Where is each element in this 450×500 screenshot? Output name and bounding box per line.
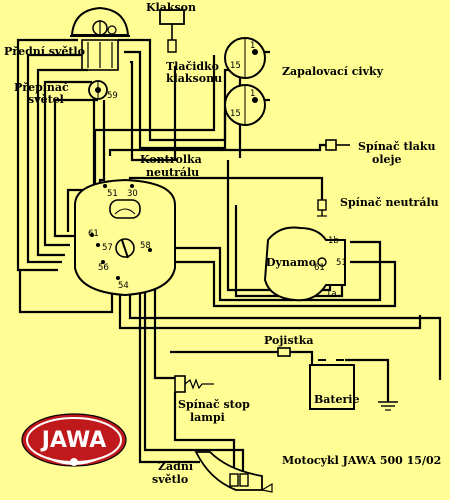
coil2-terminal-1: 1	[250, 89, 255, 99]
label-spinac-tlaku-2: oleje	[372, 153, 402, 166]
dynamo-terminal-1b: 1b	[328, 236, 339, 246]
switch-terminal-54: 54	[118, 281, 129, 291]
tail-light	[194, 451, 273, 493]
switch-terminal-51: 51	[107, 189, 118, 199]
wire-oil-switch	[108, 143, 326, 156]
dynamo-terminal-1a: 1a	[326, 289, 337, 299]
wire-stop-switch	[153, 262, 175, 380]
coil1-terminal-15: 15	[230, 61, 241, 71]
neutral-switch	[317, 199, 327, 217]
dynamo-terminal-61: 61	[314, 263, 325, 273]
switch-terminal-30: 30	[127, 189, 138, 199]
wire-fuse-battery	[290, 350, 314, 365]
label-spinac-stop-2: lampi	[190, 411, 225, 424]
label-kontrolka-2: neutrálu	[146, 166, 199, 179]
logo-text: JAWA	[40, 428, 107, 453]
headlight	[70, 6, 130, 71]
coil2-terminal-15: 15	[230, 109, 241, 119]
wire-left-3	[36, 68, 88, 257]
switch-terminal-59: 59	[107, 91, 118, 101]
wire-tail-2	[138, 282, 200, 464]
wire-left-4	[43, 80, 92, 247]
label-zadni-2: světlo	[152, 473, 188, 486]
label-prepinac-2: světel	[28, 93, 64, 106]
wire-battery-ground	[345, 358, 390, 402]
label-zadni-1: Zadní	[158, 460, 194, 473]
wire-left-outer	[16, 38, 78, 272]
label-tlacidko-1: Tlačidko	[166, 60, 219, 73]
switch-terminal-61: 61	[88, 229, 99, 239]
wire-stop-tail	[173, 392, 236, 478]
label-spinac-tlaku-1: Spínač tlaku	[358, 140, 435, 153]
label-baterie: Baterie	[314, 393, 359, 406]
dynamo: 1b 51 61 1a	[263, 226, 347, 302]
main-switch-box: 51 30 61 57 58 56 54	[74, 178, 176, 297]
label-prepinac-1: Přepínač	[14, 81, 69, 94]
label-zapalovaci-civky: Zapalovací civky	[282, 65, 384, 78]
wire-top-coil1	[118, 38, 232, 142]
wire-horn-button	[130, 60, 177, 162]
label-pojistka: Pojistka	[264, 334, 314, 347]
wire-bottom-left	[18, 270, 114, 314]
wire-coil-feed	[93, 55, 216, 186]
switch-terminal-56: 56	[98, 263, 109, 273]
light-switch: 59	[88, 80, 118, 101]
wire-left-2	[26, 53, 82, 264]
horn	[159, 9, 185, 53]
diagram-caption: Motocykl JAWA 500 15/02	[282, 454, 441, 467]
fuse	[277, 347, 291, 357]
jawa-logo: JAWA	[21, 413, 127, 467]
switch-terminal-58: 58	[140, 241, 151, 251]
switch-terminal-57: 57	[102, 243, 113, 253]
battery	[309, 359, 355, 410]
ignition-coil-1: 1 15	[224, 37, 266, 79]
label-spinac-neutralu: Spínač neutrálu	[340, 196, 439, 209]
label-kontrolka-1: Kontrolka	[140, 153, 202, 166]
label-tlacidko-2: klaksonu	[166, 72, 222, 85]
wire-dynamo-51	[150, 260, 397, 308]
stop-lamp-switch	[174, 375, 214, 393]
wire-bottom-2	[118, 282, 422, 330]
ground-symbol	[378, 401, 398, 411]
wire-tail-1	[143, 268, 245, 478]
wire-switch-down-2	[98, 100, 106, 190]
label-spinac-stop-1: Spínač stop	[178, 398, 250, 411]
ignition-coil-2: 1 15	[224, 84, 266, 126]
label-predni-svetlo: Přední světlo	[4, 45, 85, 58]
dynamo-terminal-51: 51	[336, 258, 347, 268]
label-dynamo: Dynamo	[266, 256, 316, 269]
oil-pressure-switch	[325, 139, 350, 151]
coil1-terminal-1: 1	[250, 41, 255, 51]
wire-left-5	[53, 98, 98, 238]
label-klakson: Klakson	[146, 1, 196, 14]
switch-contacts	[90, 184, 152, 280]
wire-bottom-1	[128, 282, 442, 380]
